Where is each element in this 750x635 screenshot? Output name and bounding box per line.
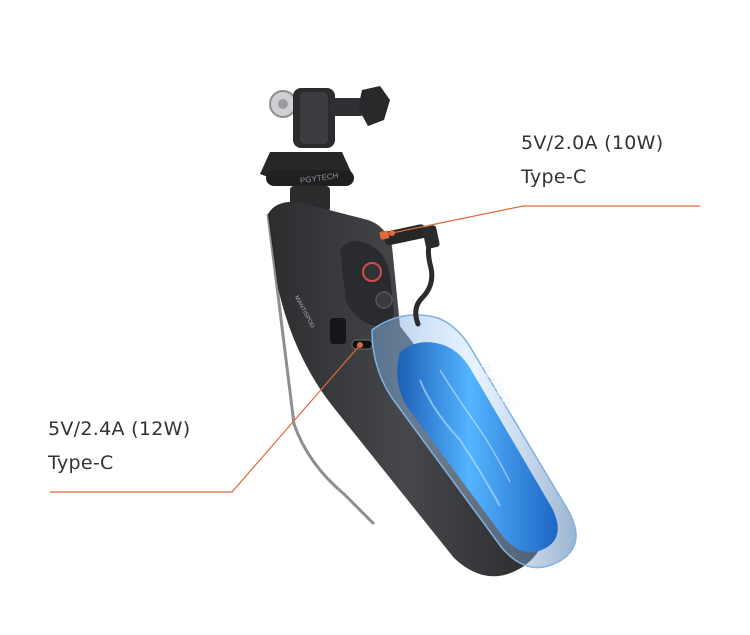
callout-line-bottom	[50, 342, 363, 493]
callout-top-port: Type-C	[521, 166, 587, 188]
record-button	[362, 262, 382, 282]
callout-top-label: 5V/2.0A (10W) Type-C	[521, 126, 663, 194]
usb-c-cable-top	[379, 224, 440, 327]
callout-bottom-spec: 5V/2.4A (12W)	[48, 418, 191, 440]
callout-line-top	[389, 205, 700, 236]
callout-top-spec: 5V/2.0A (10W)	[521, 132, 664, 154]
callout-bottom-port: Type-C	[48, 452, 114, 474]
function-button	[375, 291, 393, 309]
gopro-mount: PGYTECH	[260, 86, 390, 212]
callout-bottom-label: 5V/2.4A (12W) Type-C	[48, 412, 190, 480]
